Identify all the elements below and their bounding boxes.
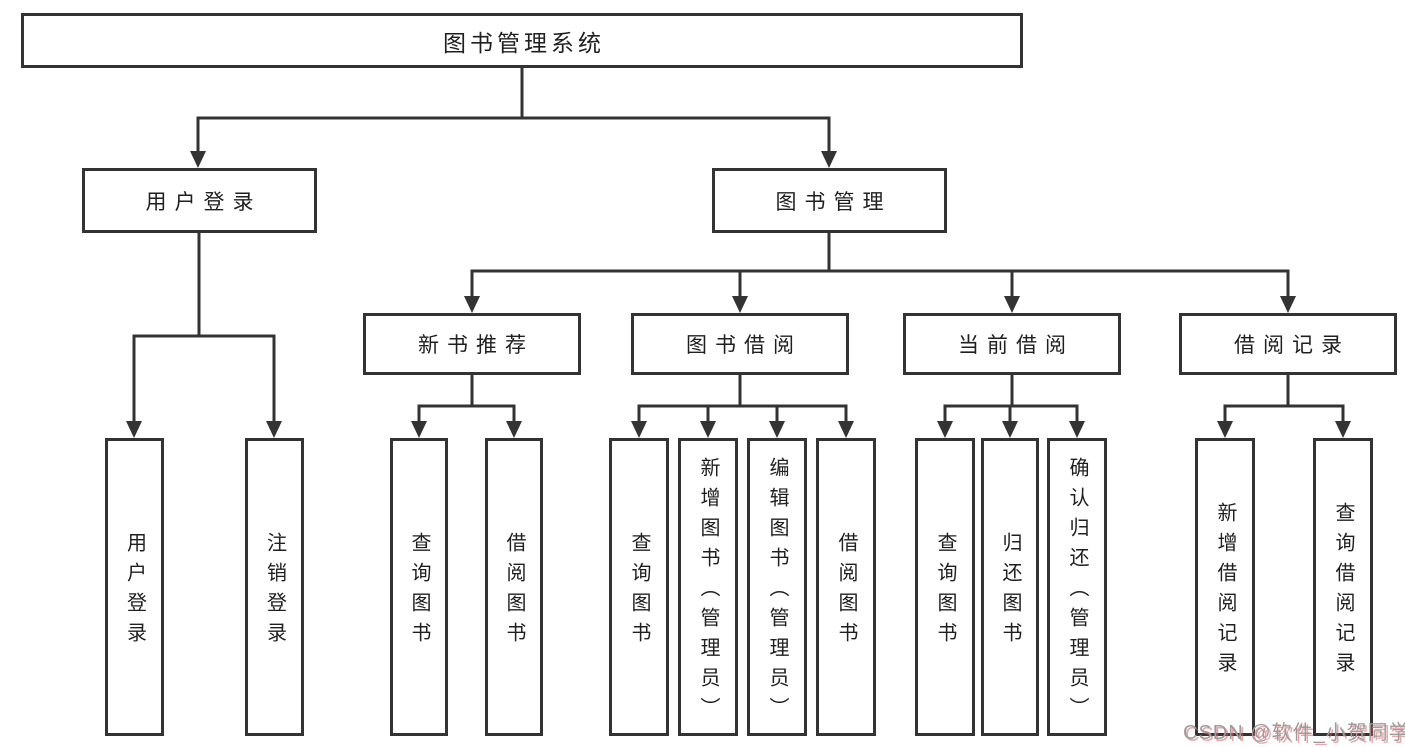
node-new-book-recommend: 新书推荐 <box>363 313 581 375</box>
node-user-login: 用户登录 <box>82 168 317 233</box>
leaf-logout-label: 注销登录 <box>263 532 286 652</box>
leaf-return-books-label: 归还图书 <box>999 532 1021 652</box>
leaf-current-query-books: 查询图书 <box>915 438 975 736</box>
arrow-down-icon <box>506 421 522 438</box>
leaf-logout: 注销登录 <box>245 438 304 736</box>
node-current-borrowing: 当前借阅 <box>903 313 1121 375</box>
arrow-down-icon <box>1069 421 1085 438</box>
arrow-down-icon <box>631 421 647 438</box>
leaf-add-books-admin-label: 新增图书（管理员） <box>697 457 719 727</box>
leaf-add-borrow-record: 新增借阅记录 <box>1195 438 1255 736</box>
connector-line <box>132 334 276 426</box>
watermark: CSDN @软件_小贺同学 <box>1183 722 1405 744</box>
connector-line <box>470 269 1290 300</box>
leaf-user-login: 用户登录 <box>105 438 164 736</box>
arrow-down-icon <box>190 151 206 168</box>
arrow-down-icon <box>1335 421 1351 438</box>
node-book-borrowing: 图书借阅 <box>631 313 849 375</box>
leaf-edit-books-admin: 编辑图书（管理员） <box>747 438 807 736</box>
node-book-management: 图书管理 <box>712 168 947 233</box>
leaf-confirm-return-admin: 确认归还（管理员） <box>1047 438 1107 736</box>
node-current-borrowing-label: 当前借阅 <box>958 334 1074 357</box>
connector-line <box>196 116 831 155</box>
arrow-down-icon <box>821 151 837 168</box>
leaf-user-login-label: 用户登录 <box>123 532 146 652</box>
connector-line <box>417 404 516 426</box>
arrow-down-icon <box>700 421 716 438</box>
leaf-recommend-borrow-books: 借阅图书 <box>485 438 543 736</box>
leaf-recommend-borrow-books-label: 借阅图书 <box>503 532 525 652</box>
arrow-down-icon <box>1217 421 1233 438</box>
arrow-down-icon <box>411 421 427 438</box>
leaf-add-borrow-record-label: 新增借阅记录 <box>1214 502 1236 682</box>
leaf-borrowing-query-books: 查询图书 <box>609 438 669 736</box>
arrow-down-icon <box>464 296 480 313</box>
node-book-management-label: 图书管理 <box>775 190 892 214</box>
leaf-borrowing-query-books-label: 查询图书 <box>628 532 650 652</box>
node-user-login-label: 用户登录 <box>145 190 262 214</box>
arrow-down-icon <box>1280 296 1296 313</box>
arrow-down-icon <box>732 296 748 313</box>
arrow-down-icon <box>126 421 142 438</box>
leaf-add-books-admin: 新增图书（管理员） <box>678 438 738 736</box>
node-root: 图书管理系统 <box>21 13 1023 68</box>
arrow-down-icon <box>1004 296 1020 313</box>
leaf-borrow-books: 借阅图书 <box>816 438 876 736</box>
connector-line <box>637 404 848 426</box>
leaf-query-borrow-record: 查询借阅记录 <box>1313 438 1373 736</box>
node-root-label: 图书管理系统 <box>443 29 605 56</box>
leaf-return-books: 归还图书 <box>981 438 1039 736</box>
leaf-recommend-query-books: 查询图书 <box>390 438 448 736</box>
node-book-borrowing-label: 图书借阅 <box>686 334 802 357</box>
leaf-borrow-books-label: 借阅图书 <box>835 532 857 652</box>
leaf-edit-books-admin-label: 编辑图书（管理员） <box>766 457 788 727</box>
arrow-down-icon <box>937 421 953 438</box>
node-borrowing-records: 借阅记录 <box>1179 313 1397 375</box>
leaf-current-query-books-label: 查询图书 <box>934 532 956 652</box>
arrow-down-icon <box>1002 421 1018 438</box>
connector-line <box>1223 404 1345 426</box>
node-borrowing-records-label: 借阅记录 <box>1234 334 1350 357</box>
arrow-down-icon <box>769 421 785 438</box>
connector-line <box>943 404 1079 426</box>
leaf-query-borrow-record-label: 查询借阅记录 <box>1332 502 1354 682</box>
arrow-down-icon <box>266 421 282 438</box>
leaf-recommend-query-books-label: 查询图书 <box>408 532 430 652</box>
node-new-book-recommend-label: 新书推荐 <box>418 334 534 357</box>
leaf-confirm-return-admin-label: 确认归还（管理员） <box>1066 457 1088 727</box>
arrow-down-icon <box>838 421 854 438</box>
